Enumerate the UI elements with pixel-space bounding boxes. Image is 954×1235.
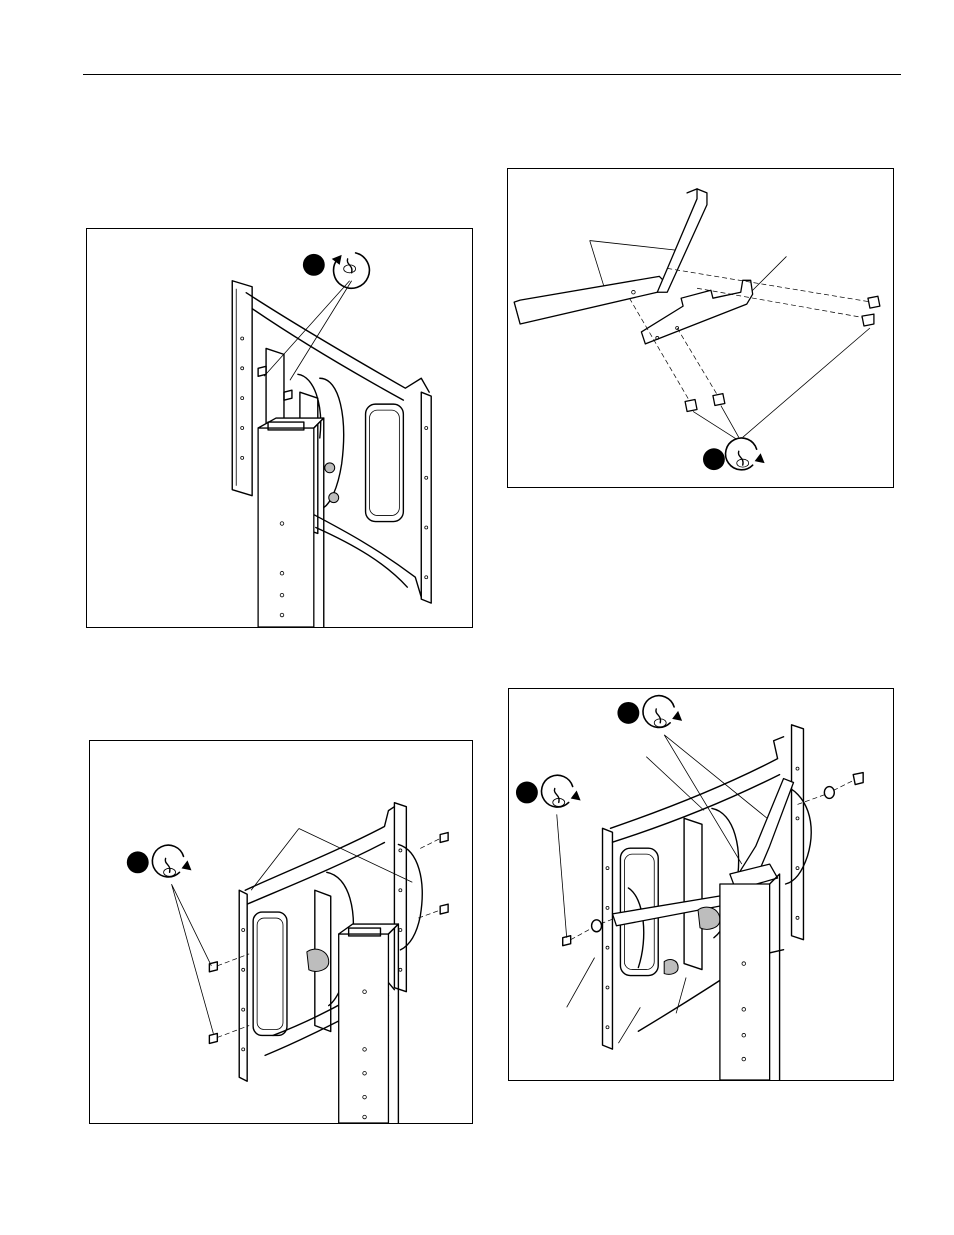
turn-clockwise-icon <box>152 845 191 877</box>
turn-clockwise-icon <box>726 438 765 470</box>
figure-3-attach-disc-plates <box>89 740 473 1124</box>
step-marker <box>703 448 725 470</box>
brace-assembly-illustration <box>508 169 893 487</box>
header-rule <box>83 74 901 75</box>
step-marker <box>617 702 639 724</box>
mount-on-column-illustration <box>87 229 472 627</box>
step-marker <box>127 851 149 873</box>
step-marker <box>516 782 538 804</box>
attach-disc-plates-illustration <box>90 741 472 1123</box>
step-marker <box>303 254 325 276</box>
turn-clockwise-icon <box>542 775 581 807</box>
figure-1-mount-on-column <box>86 228 473 628</box>
figure-2-brace-assembly <box>507 168 894 488</box>
turn-clockwise-icon <box>643 696 682 728</box>
figure-4-attach-brace-to-column <box>508 688 894 1081</box>
attach-brace-to-column-illustration <box>509 689 893 1080</box>
bolt <box>685 394 725 412</box>
